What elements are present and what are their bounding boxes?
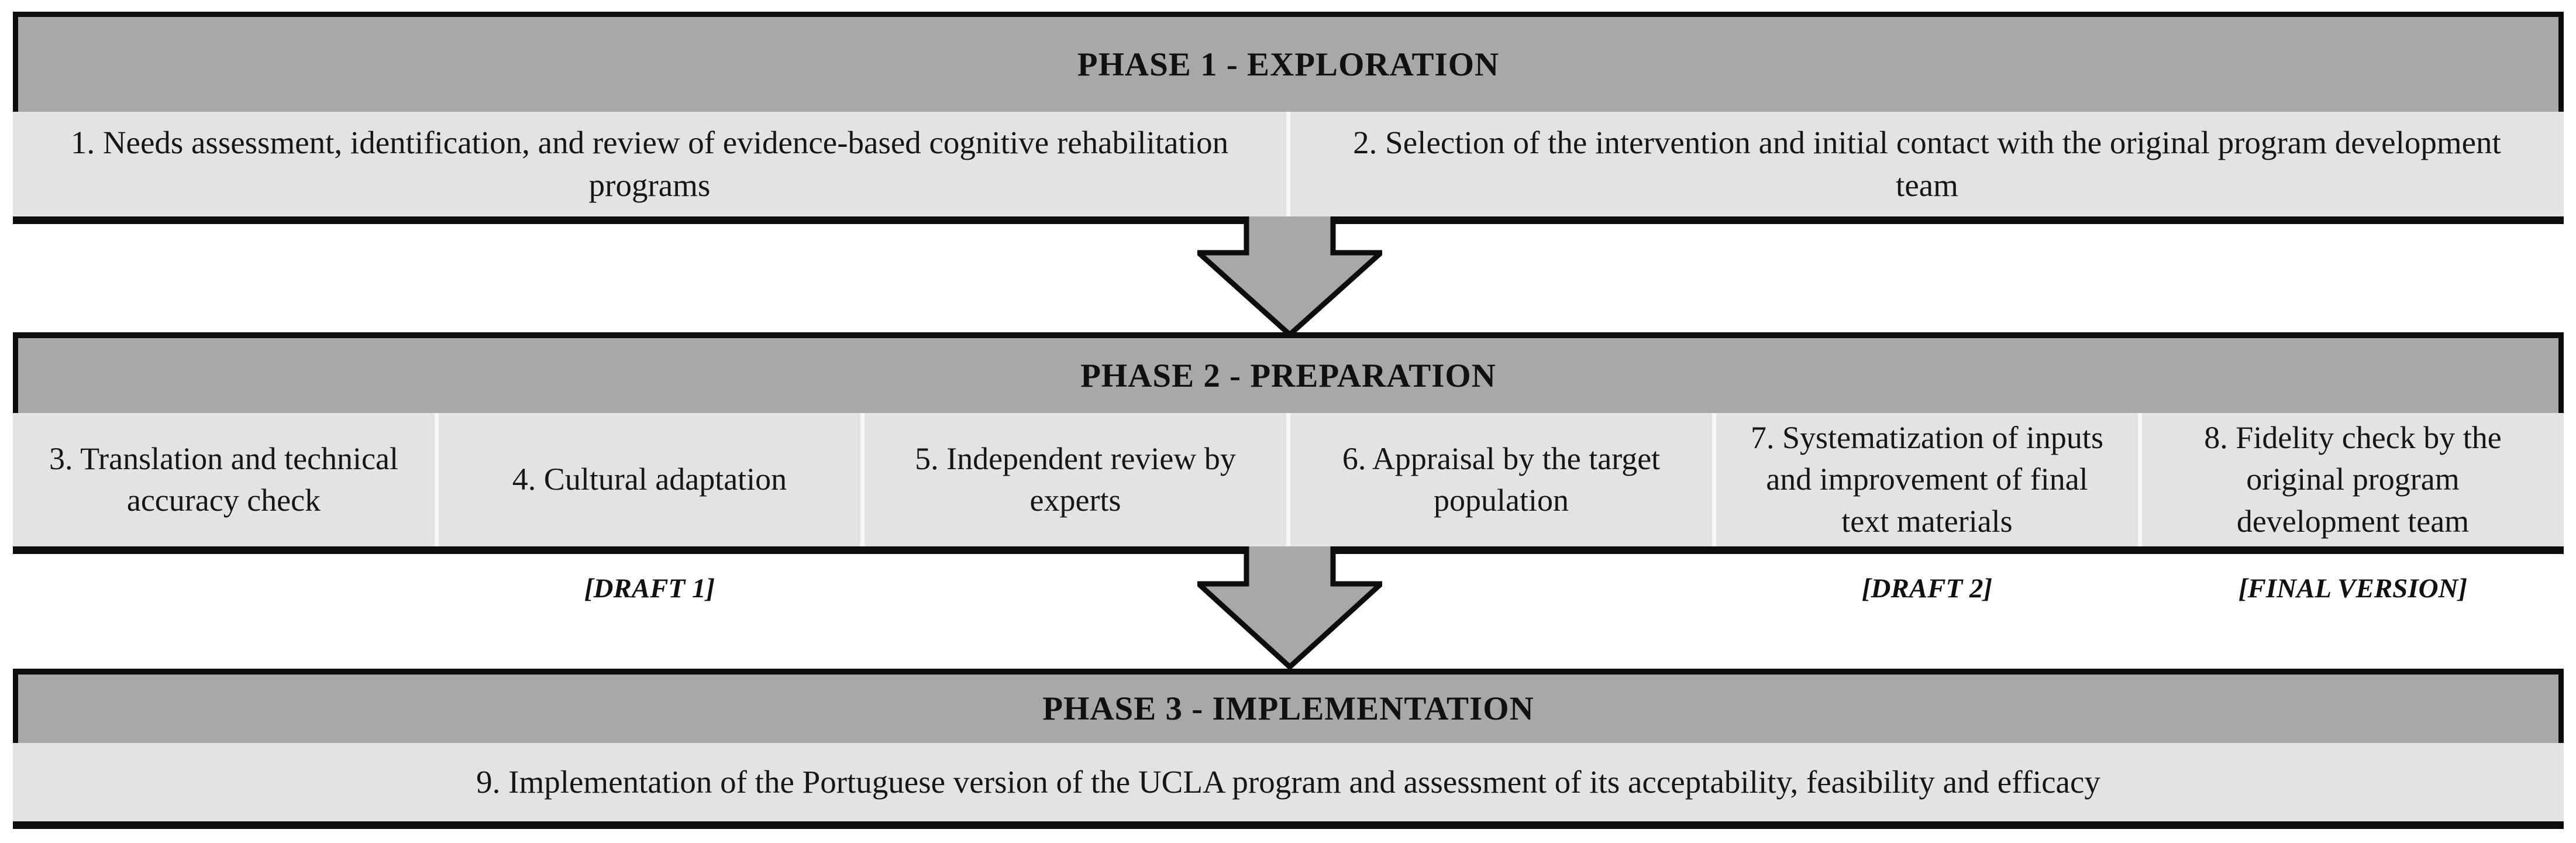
phase-item-cell-5: 5. Independent review by experts (865, 413, 1286, 546)
phase-item-cell-8: 8. Fidelity check by the original progra… (2142, 413, 2564, 546)
down-arrow-shape (1197, 216, 1382, 338)
phase-item-cell-7: 7. Systematization of inputs and improve… (1716, 413, 2138, 546)
phase-2-top-border (13, 332, 2564, 338)
phase-3-items-row: 9. Implementation of the Portuguese vers… (13, 743, 2564, 821)
draft-1-label: [DRAFT 1] (584, 573, 715, 604)
draft-2-label: [DRAFT 2] (1861, 573, 1993, 604)
phase-item-text-5: 5. Independent review by experts (915, 441, 1236, 518)
phase-item-text-8: 8. Fidelity check by the original progra… (2204, 420, 2502, 539)
phase-item-cell-3: 3. Translation and technical accuracy ch… (13, 413, 435, 546)
phase-item-text-4: 4. Cultural adaptation (512, 462, 787, 497)
down-arrow-icon (1197, 216, 1382, 338)
phase-3-bottom-border (13, 821, 2564, 829)
phase-item-text-7: 7. Systematization of inputs and improve… (1751, 420, 2103, 539)
final-version-label: [FINAL VERSION] (2238, 573, 2468, 604)
down-arrow-shape (1197, 546, 1382, 670)
phase-1-items-row: 1. Needs assessment, identification, and… (13, 112, 2564, 216)
phase-item-text-2: 2. Selection of the intervention and ini… (1353, 124, 2501, 203)
phase-2-annotations-row: [DRAFT 1] [DRAFT 2] [FINAL VERSION] (13, 567, 2564, 610)
phase-item-text-6: 6. Appraisal by the target population (1342, 441, 1661, 518)
phase-2-header: PHASE 2 - PREPARATION (13, 338, 2564, 413)
phase-item-cell-1: 1. Needs assessment, identification, and… (13, 112, 1286, 216)
phase-2-block: PHASE 2 - PREPARATION 3. Translation and… (13, 332, 2564, 554)
phase-3-top-border (13, 669, 2564, 675)
down-arrow-icon (1197, 546, 1382, 670)
phase-item-cell-4: 4. Cultural adaptation (439, 413, 860, 546)
phase-item-cell-6: 6. Appraisal by the target population (1290, 413, 1712, 546)
phase-item-text-9: 9. Implementation of the Portuguese vers… (476, 763, 2100, 800)
phase-2-title: PHASE 2 - PREPARATION (1080, 357, 1496, 394)
phase-1-title: PHASE 1 - EXPLORATION (1077, 46, 1500, 83)
phase-2-items-row: 3. Translation and technical accuracy ch… (13, 413, 2564, 546)
phase-item-text-3: 3. Translation and technical accuracy ch… (49, 441, 398, 518)
phase-item-cell-2: 2. Selection of the intervention and ini… (1290, 112, 2564, 216)
phase-1-block: PHASE 1 - EXPLORATION 1. Needs assessmen… (13, 12, 2564, 224)
phase-item-cell-9: 9. Implementation of the Portuguese vers… (13, 743, 2564, 821)
phase-3-block: PHASE 3 - IMPLEMENTATION 9. Implementati… (13, 669, 2564, 829)
phase-item-text-1: 1. Needs assessment, identification, and… (70, 124, 1229, 203)
phase-1-header: PHASE 1 - EXPLORATION (13, 17, 2564, 112)
phase-3-title: PHASE 3 - IMPLEMENTATION (1042, 690, 1534, 727)
phase-1-top-border (13, 12, 2564, 17)
phase-3-header: PHASE 3 - IMPLEMENTATION (13, 675, 2564, 743)
